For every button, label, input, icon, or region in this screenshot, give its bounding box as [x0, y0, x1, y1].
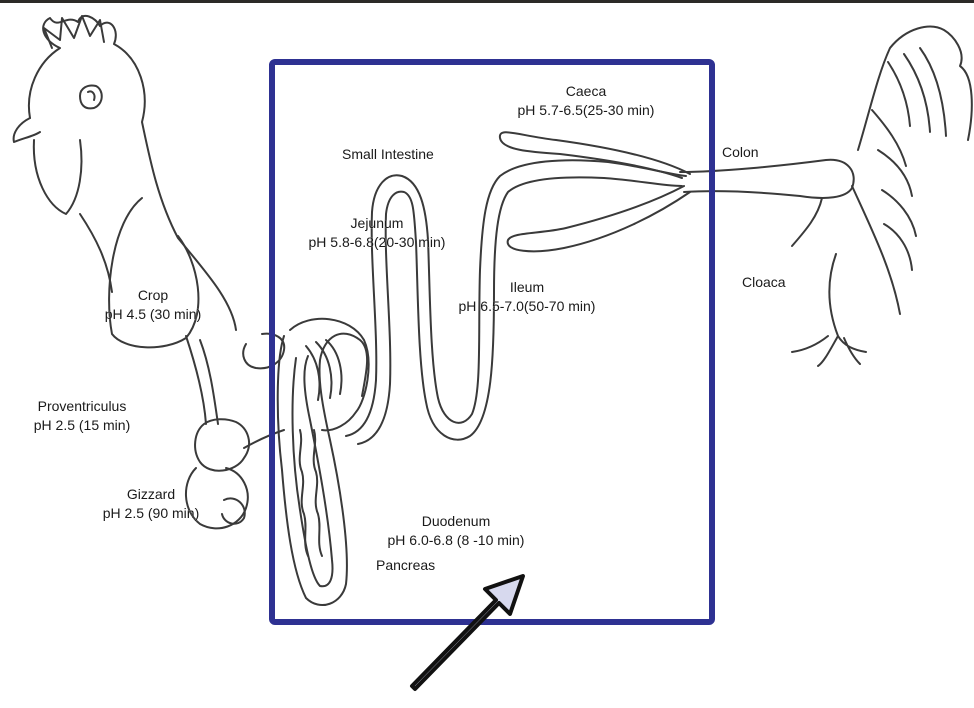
jejunum-ph: pH 5.8-6.8(20-30 min)	[282, 233, 472, 252]
rooster-eye-pupil	[88, 91, 95, 100]
rooster-wattle	[34, 140, 82, 214]
rooster-eye	[80, 85, 102, 108]
duodenum-ph: pH 6.0-6.8 (8 -10 min)	[358, 531, 554, 550]
proventriculus-outline	[195, 419, 249, 470]
caeca-name: Caeca	[488, 82, 684, 101]
ileum-name: Ileum	[432, 278, 622, 297]
duodenum-name: Duodenum	[358, 512, 554, 531]
label-proventriculus: Proventriculus pH 2.5 (15 min)	[16, 397, 148, 435]
label-duodenum: Duodenum pH 6.0-6.8 (8 -10 min)	[358, 512, 554, 550]
label-gizzard: Gizzard pH 2.5 (90 min)	[86, 485, 216, 523]
rooster-beak	[14, 118, 40, 142]
rooster-neck-front	[80, 214, 112, 292]
caeca-upper	[500, 132, 690, 178]
gizzard-name: Gizzard	[86, 485, 216, 504]
label-caeca: Caeca pH 5.7-6.5(25-30 min)	[488, 82, 684, 120]
proventriculus-ph: pH 2.5 (15 min)	[16, 416, 148, 435]
colon-name: Colon	[722, 143, 759, 162]
proventriculus-name: Proventriculus	[16, 397, 148, 416]
gizzard-ph: pH 2.5 (90 min)	[86, 504, 216, 523]
crop-ph: pH 4.5 (30 min)	[86, 305, 220, 324]
duodenum-coil	[290, 319, 369, 430]
label-small-intestine: Small Intestine	[342, 145, 434, 164]
cloaca-pointer	[792, 198, 822, 246]
colon-outline	[680, 160, 854, 198]
label-pancreas: Pancreas	[376, 556, 435, 575]
duodenal-loop-outer	[278, 334, 367, 605]
caeca-ph: pH 5.7-6.5(25-30 min)	[488, 101, 684, 120]
caeca-lower	[508, 186, 690, 251]
rooster-body-back	[852, 186, 900, 314]
rooster-leg	[792, 254, 866, 366]
rooster-head-outline	[29, 16, 236, 330]
crop-outline	[109, 198, 198, 347]
rooster-tail	[858, 27, 972, 270]
cloaca-name: Cloaca	[742, 273, 786, 292]
jejunum-name: Jejunum	[282, 214, 472, 233]
small-intestine-name: Small Intestine	[342, 145, 434, 164]
label-crop: Crop pH 4.5 (30 min)	[86, 286, 220, 324]
label-jejunum: Jejunum pH 5.8-6.8(20-30 min)	[282, 214, 472, 252]
pancreas-wave-2	[314, 430, 322, 556]
crop-name: Crop	[86, 286, 220, 305]
label-cloaca: Cloaca	[742, 273, 786, 292]
duodenum-top-bulge	[243, 334, 284, 369]
ileum-ph: pH 6.5-7.0(50-70 min)	[432, 297, 622, 316]
duodenal-loop-inner	[293, 356, 333, 586]
duodenum-pointer-arrow	[412, 576, 523, 689]
esophagus-outline	[186, 336, 218, 424]
label-ileum: Ileum pH 6.5-7.0(50-70 min)	[432, 278, 622, 316]
label-colon: Colon	[722, 143, 759, 162]
gizzard-lobe	[222, 498, 245, 523]
pancreas-name: Pancreas	[376, 556, 435, 575]
